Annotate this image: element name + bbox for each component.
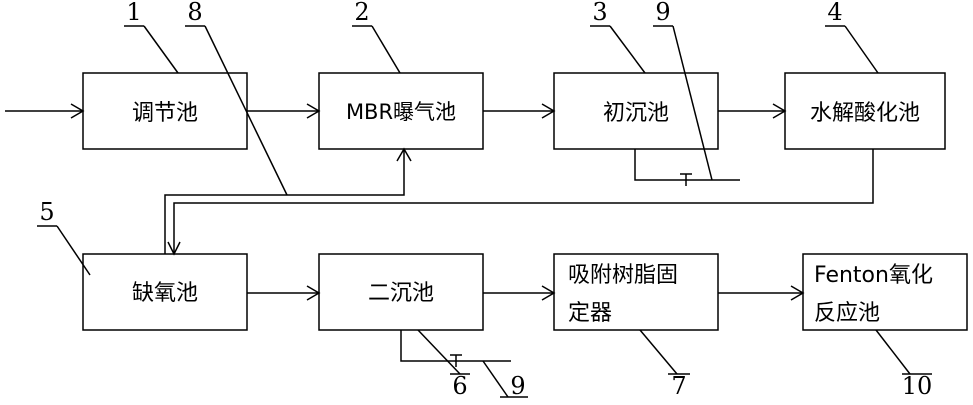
arrow-primary-to-hydrolysis — [718, 103, 787, 119]
arrow-mbr-to-primary — [483, 103, 556, 119]
sludge-outlet-primary — [634, 149, 740, 186]
box-label-primary: 初沉池 — [603, 101, 669, 126]
box-fenton-reaction-tank — [802, 253, 968, 331]
label-6: 6 — [452, 372, 467, 400]
box-label-fenton-line1: Fenton氧化 — [814, 263, 933, 288]
box-label-adsorption-line1: 吸附树脂固 — [568, 263, 678, 288]
label-3: 3 — [592, 0, 607, 26]
box-label-secondary: 二沉池 — [368, 281, 434, 306]
label-2: 2 — [354, 0, 369, 26]
arrow-regulating-to-mbr — [247, 103, 321, 119]
arrow-adsorption-to-fenton — [718, 285, 805, 301]
label-8: 8 — [187, 0, 202, 26]
arrow-secondary-to-adsorption — [483, 285, 556, 301]
line-anoxic-to-mbr-recycle — [164, 147, 412, 254]
label-5: 5 — [39, 198, 54, 226]
arrow-anoxic-to-secondary — [247, 285, 321, 301]
box-label-mbr: MBR曝气池 — [346, 100, 456, 124]
box-adsorption-resin-fixer — [553, 253, 719, 331]
leader-lines — [37, 25, 932, 398]
label-4: 4 — [827, 0, 842, 26]
label-7: 7 — [671, 372, 686, 400]
label-1: 1 — [126, 0, 141, 26]
line-hydrolysis-to-anoxic — [167, 149, 874, 256]
label-10: 10 — [902, 372, 933, 400]
box-label-fenton-line2: 反应池 — [814, 301, 880, 326]
box-label-hydrolysis: 水解酸化池 — [810, 101, 920, 126]
arrow-inlet — [5, 103, 85, 119]
box-label-adsorption-line2: 定器 — [568, 301, 612, 326]
label-9-top: 9 — [655, 0, 670, 26]
sludge-outlet-secondary — [400, 330, 511, 367]
box-label-regulating: 调节池 — [132, 101, 198, 126]
label-9-bottom: 9 — [510, 372, 525, 400]
box-label-anoxic: 缺氧池 — [132, 281, 198, 306]
